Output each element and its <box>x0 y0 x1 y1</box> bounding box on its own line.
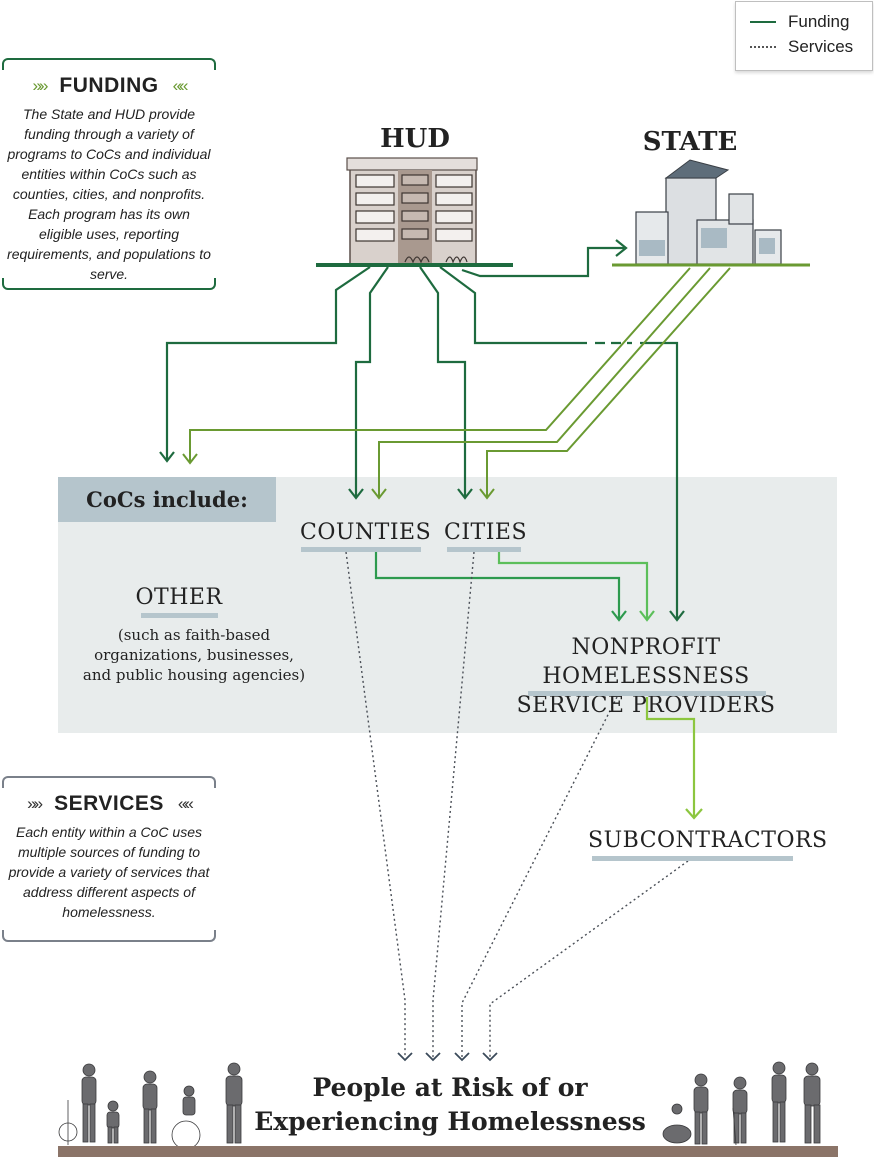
services-description: Each entity within a CoC uses multiple s… <box>8 824 210 920</box>
subcontractors-underline <box>592 856 793 861</box>
dotted-line-icon <box>750 46 776 48</box>
nonprofit-underline <box>528 691 766 696</box>
box-border-bottom <box>2 278 216 290</box>
state-arrowheads <box>182 453 495 500</box>
hud-building-icon <box>316 157 513 267</box>
funding-box-title: »» FUNDING «« <box>2 74 216 98</box>
chevron-left-icon: «« <box>172 76 189 95</box>
people-title-line2: Experiencing Homelessness <box>254 1107 646 1136</box>
chevron-left-icon: «« <box>177 794 194 813</box>
people-group-right-icon <box>662 1061 821 1146</box>
nonprofit-label: NONPROFIT HOMELESSNESS SERVICE PROVIDERS <box>470 633 822 720</box>
state-building-icon <box>612 159 810 267</box>
funding-info-box: »» FUNDING «« The State and HUD provide … <box>2 58 216 290</box>
services-box-title: »» SERVICES «« <box>2 792 216 816</box>
counties-label: COUNTIES <box>300 520 432 545</box>
arrowhead-icon <box>685 808 703 820</box>
box-border-top <box>2 776 216 788</box>
nonprofit-label-line1: NONPROFIT HOMELESSNESS <box>542 635 750 689</box>
other-label: OTHER <box>135 585 223 610</box>
cities-to-nonprofit-line <box>497 552 649 620</box>
state-funding-lines <box>189 267 731 497</box>
hud-arrowheads <box>159 451 685 622</box>
legend-item-funding: Funding <box>750 12 849 32</box>
box-border-bottom <box>2 930 216 942</box>
nonprofit-label-line2: SERVICE PROVIDERS <box>516 693 776 718</box>
chevron-right-icon: »» <box>32 76 48 95</box>
cities-label: CITIES <box>444 520 528 545</box>
coc-label: CoCs include: <box>58 477 276 522</box>
legend: Funding Services <box>735 1 873 71</box>
funding-title-text: FUNDING <box>59 74 159 97</box>
legend-item-services: Services <box>750 37 853 57</box>
arrowhead-icon <box>611 610 627 622</box>
other-underline <box>141 613 218 618</box>
arrowhead-icon <box>615 239 628 257</box>
legend-label: Services <box>788 37 854 56</box>
chevron-right-icon: »» <box>27 794 43 813</box>
hud-funding-lines <box>165 266 679 620</box>
solid-line-icon <box>750 21 776 23</box>
counties-underline <box>301 547 421 552</box>
funding-description: The State and HUD provide funding throug… <box>7 106 211 282</box>
ground-bar <box>58 1146 838 1157</box>
services-info-box: »» SERVICES «« Each entity within a CoC … <box>2 776 216 942</box>
people-group-left-icon <box>58 1062 243 1150</box>
nonprofit-to-subcontractors-line <box>645 697 696 818</box>
cities-underline <box>447 547 521 552</box>
services-arrowheads <box>397 1052 498 1062</box>
hud-to-state-line <box>461 246 624 278</box>
legend-label: Funding <box>788 12 850 31</box>
counties-to-nonprofit-line <box>374 552 621 620</box>
people-title-line1: People at Risk of or <box>312 1073 588 1102</box>
services-title-text: SERVICES <box>54 792 164 815</box>
people-title: People at Risk of or Experiencing Homele… <box>230 1071 670 1139</box>
hud-title: HUD <box>380 124 450 154</box>
box-border-top <box>2 58 216 70</box>
state-title: STATE <box>642 127 738 157</box>
other-description: (such as faith-based organizations, busi… <box>82 626 306 684</box>
arrowhead-icon <box>639 610 655 622</box>
subcontractors-label: SUBCONTRACTORS <box>588 828 828 853</box>
services-lines <box>345 551 689 1058</box>
